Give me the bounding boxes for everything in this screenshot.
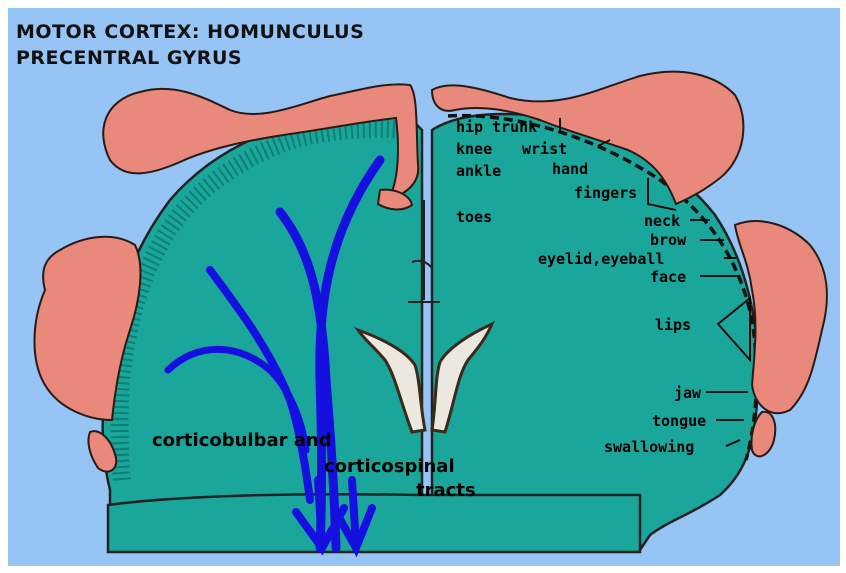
label-wrist: wrist — [522, 140, 567, 158]
label-brow: brow — [650, 231, 687, 249]
label-face: face — [650, 268, 686, 286]
label-jaw: jaw — [674, 384, 702, 402]
label-tongue: tongue — [652, 412, 706, 430]
label-eyelid-eyeball: eyelid,eyeball — [538, 250, 664, 268]
label-fingers: fingers — [574, 184, 637, 202]
title-line-2: PRECENTRAL GYRUS — [16, 47, 242, 69]
label-swallowing: swallowing — [604, 438, 694, 456]
label-ankle: ankle — [456, 162, 501, 180]
label-trunk: trunk — [492, 118, 537, 136]
label-lips: lips — [655, 316, 691, 334]
label-tracts-line-2: corticospinal — [324, 456, 455, 477]
lower-cortex — [108, 494, 640, 552]
label-knee: knee — [456, 140, 492, 158]
label-toes: toes — [456, 208, 492, 226]
label-tracts-line-1: corticobulbar and — [152, 430, 332, 451]
label-hand: hand — [552, 160, 588, 178]
label-hip: hip — [456, 118, 483, 136]
label-tracts-line-3: tracts — [416, 480, 476, 501]
title-line-1: MOTOR CORTEX: HOMUNCULUS — [16, 21, 364, 43]
label-neck: neck — [644, 212, 680, 230]
